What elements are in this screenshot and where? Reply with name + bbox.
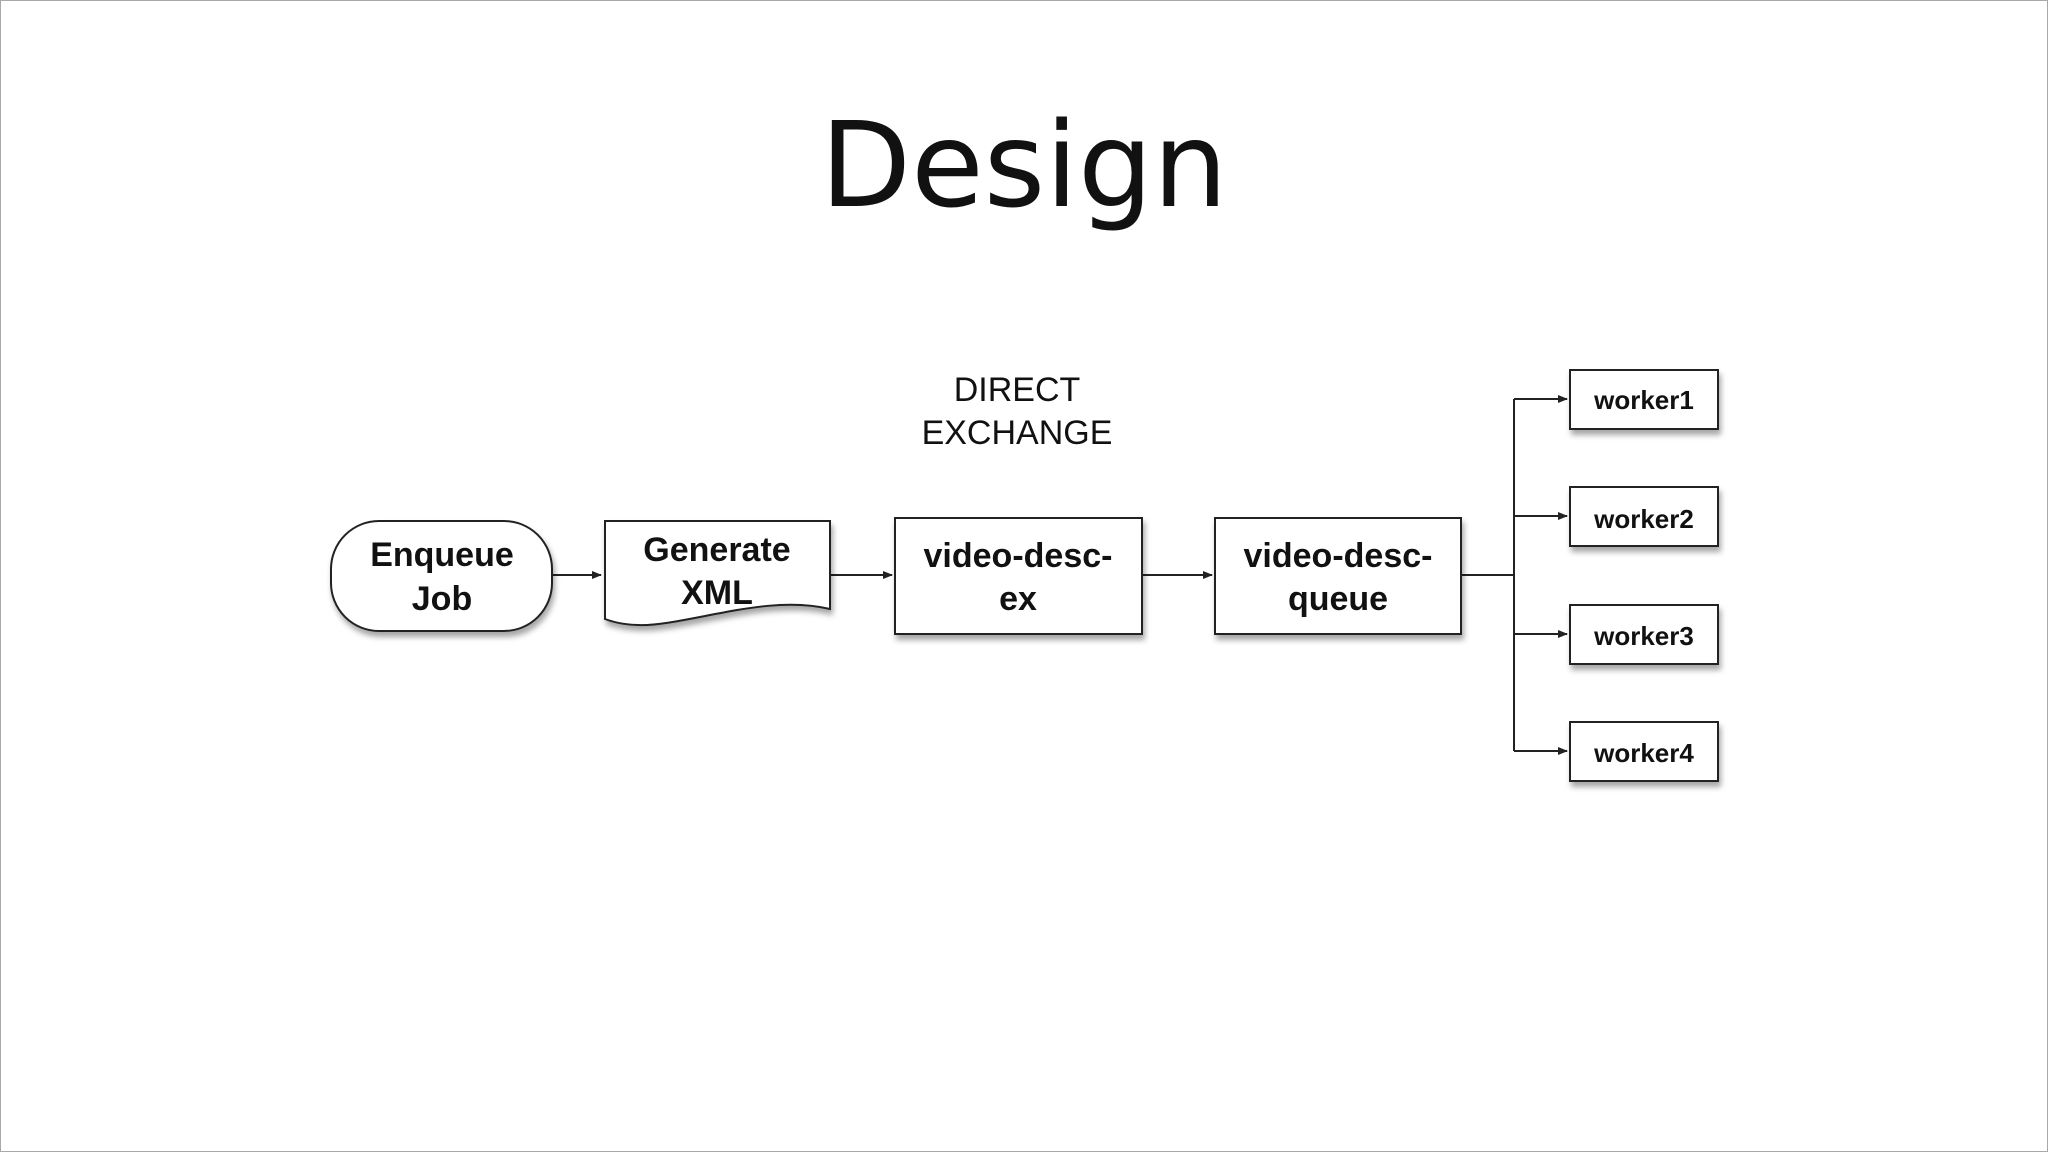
exchange-label: DIRECT EXCHANGE xyxy=(922,371,1113,452)
node-worker2: worker2 xyxy=(1569,486,1719,547)
generate-xml-label-line-1: Generate xyxy=(643,531,790,569)
enqueue-job-shape xyxy=(330,520,553,632)
worker1-shape xyxy=(1569,369,1719,430)
video-desc-queue-label-line-2: queue xyxy=(1288,580,1388,618)
connectors xyxy=(553,395,1568,755)
worker2-label: worker2 xyxy=(1593,504,1694,534)
exchange-label-line-2: EXCHANGE xyxy=(922,414,1113,452)
video-desc-queue-shape xyxy=(1214,517,1462,635)
worker4-label: worker4 xyxy=(1593,738,1694,768)
worker3-shape xyxy=(1569,604,1719,665)
node-worker1: worker1 xyxy=(1569,369,1719,430)
node-enqueue-job: Enqueue Job xyxy=(330,520,553,632)
node-video-desc-queue: video-desc- queue xyxy=(1214,517,1462,635)
generate-xml-label-line-2: XML xyxy=(681,574,753,612)
exchange-label-line-1: DIRECT xyxy=(954,371,1081,409)
video-desc-ex-label-line-2: ex xyxy=(999,580,1037,618)
slide-title: Design xyxy=(820,96,1228,234)
worker1-label: worker1 xyxy=(1593,385,1694,415)
video-desc-ex-label-line-1: video-desc- xyxy=(924,537,1113,575)
node-generate-xml: Generate XML xyxy=(604,520,831,627)
node-video-desc-ex: video-desc- ex xyxy=(894,517,1143,635)
enqueue-job-label-line-1: Enqueue xyxy=(370,536,514,574)
node-worker3: worker3 xyxy=(1569,604,1719,665)
video-desc-queue-label-line-1: video-desc- xyxy=(1244,537,1433,575)
generate-xml-shape xyxy=(604,520,831,627)
worker3-label: worker3 xyxy=(1593,621,1694,651)
worker2-shape xyxy=(1569,486,1719,547)
enqueue-job-label-line-2: Job xyxy=(412,580,472,618)
video-desc-ex-shape xyxy=(894,517,1143,635)
node-worker4: worker4 xyxy=(1569,721,1719,782)
worker4-shape xyxy=(1569,721,1719,782)
